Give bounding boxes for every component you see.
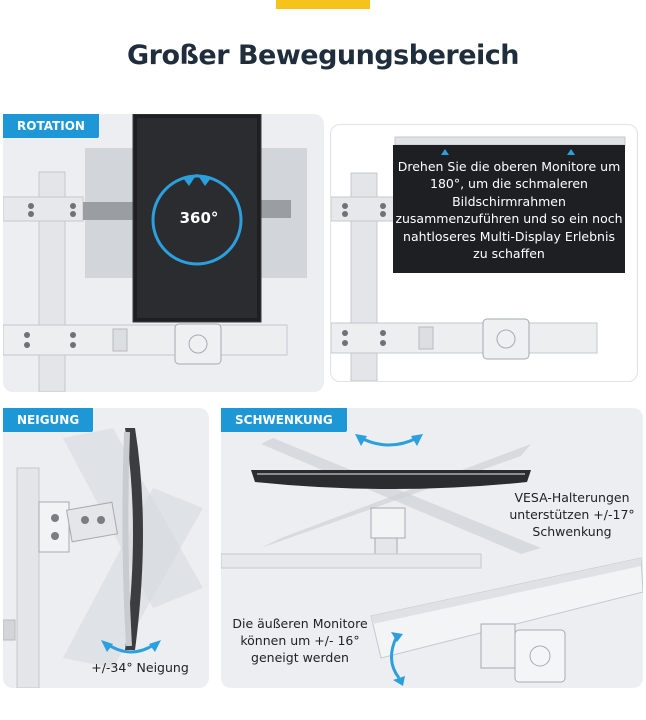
marker-triangle-icon <box>441 149 449 155</box>
rotation-illustration <box>3 114 307 392</box>
tilt-joint <box>65 501 119 543</box>
swivel-arrow-icon <box>355 434 423 447</box>
outer-vesa-plate <box>514 629 566 683</box>
swivel-monitor <box>251 470 531 489</box>
landscape-monitor <box>393 145 625 273</box>
lower-bar <box>3 324 288 356</box>
outer-bar <box>370 557 643 659</box>
tilt-panel <box>3 408 209 688</box>
swivel-arm <box>370 507 406 539</box>
rotation-tag: ROTATION <box>3 114 99 138</box>
tilt-pole <box>16 467 40 688</box>
top-edge-bar <box>394 136 626 146</box>
outer-joint <box>480 623 516 669</box>
swivel-illustration <box>221 434 643 686</box>
rotation-monitor-text: Drehen Sie die oberen Monitore um 180°, … <box>395 158 623 262</box>
upper-bar-dark <box>83 202 135 220</box>
tilt-illustration <box>3 428 203 688</box>
rotation-panel <box>3 114 324 392</box>
tilt-arrow-icon <box>101 640 161 654</box>
swivel-panel <box>221 408 643 688</box>
rotation-detail-illustration <box>331 136 626 381</box>
upper-bar <box>3 196 84 222</box>
tilt-tag: NEIGUNG <box>3 408 94 432</box>
vesa-plate <box>174 323 222 365</box>
accent-bar <box>276 0 370 9</box>
swivel-rail <box>221 553 482 569</box>
rotate-360-icon <box>151 174 243 266</box>
outer-tilt-arrow-icon <box>390 632 405 686</box>
swivel-ghost-right <box>261 438 541 554</box>
outer-monitor-caption: Die äußeren Monitore können um +/- 16° g… <box>232 616 368 665</box>
page-title: Großer Bewegungsbereich <box>126 40 520 71</box>
tilt-monitor <box>125 428 143 650</box>
marker-triangle-icon <box>567 149 575 155</box>
detail-vesa-plate <box>482 318 530 360</box>
tilt-caption: +/-34° Neigung <box>91 660 189 675</box>
detail-lower-bar <box>331 322 598 354</box>
vesa-caption: VESA-Halterungen unterstützen +/-17° Sch… <box>509 490 635 539</box>
tilt-clamp <box>38 501 70 553</box>
upper-bar-end <box>261 200 291 218</box>
rotation-angle-label: 360° <box>179 209 219 227</box>
swivel-tag: SCHWENKUNG <box>221 408 347 432</box>
rotation-detail-panel <box>330 124 638 382</box>
